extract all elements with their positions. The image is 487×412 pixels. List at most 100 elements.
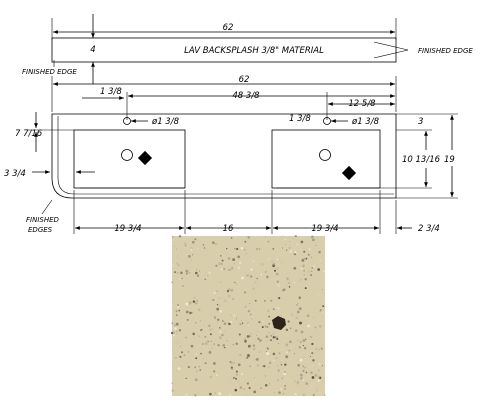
swatch-speck [212, 241, 215, 244]
swatch-speck [221, 259, 224, 262]
swatch-speck [175, 370, 177, 371]
swatch-speck [210, 314, 212, 317]
swatch-speck [318, 348, 321, 351]
swatch-speck [241, 276, 244, 280]
swatch-speck [221, 263, 223, 265]
swatch-speck [195, 353, 197, 355]
swatch-speck [221, 320, 224, 323]
swatch-speck [297, 302, 299, 305]
swatch-speck [232, 361, 236, 364]
swatch-speck [229, 323, 232, 326]
swatch-speck [208, 351, 212, 354]
swatch-speck [302, 369, 305, 372]
swatch-speck [249, 313, 252, 316]
left-bowl-depth-dim: 7 7/16 [15, 129, 43, 139]
swatch-speck [298, 307, 302, 311]
swatch-speck [238, 333, 241, 336]
swatch-speck [229, 381, 231, 383]
swatch-speck [204, 278, 206, 280]
swatch-speck [280, 364, 283, 366]
swatch-speck [260, 387, 262, 389]
swatch-speck [176, 272, 179, 274]
swatch-speck [223, 346, 226, 349]
swatch-speck [193, 296, 196, 299]
swatch-speck [312, 393, 315, 396]
swatch-speck [270, 334, 273, 337]
swatch-speck [173, 245, 176, 247]
left-sink-bowl [73, 129, 186, 189]
swatch-speck [297, 340, 299, 342]
swatch-speck [174, 327, 177, 330]
swatch-speck [195, 370, 198, 373]
swatch-speck [195, 322, 197, 324]
swatch-speck [285, 343, 289, 347]
swatch-speck [266, 275, 269, 278]
swatch-speck [244, 305, 247, 308]
swatch-speck [296, 381, 298, 383]
swatch-speck [235, 318, 237, 320]
swatch-speck [256, 277, 258, 280]
swatch-speck [295, 304, 297, 305]
swatch-speck [234, 248, 236, 250]
swatch-speck [175, 262, 179, 265]
swatch-speck [304, 287, 307, 290]
granite-swatch [170, 234, 326, 397]
swatch-speck [281, 262, 283, 264]
swatch-speck [320, 347, 323, 350]
swatch-speck [276, 267, 280, 270]
swatch-speck [234, 237, 236, 238]
swatch-speck [273, 392, 275, 394]
swatch-speck [171, 281, 174, 284]
swatch-speck [177, 257, 179, 259]
swatch-speck [299, 279, 302, 281]
swatch-speck [311, 376, 315, 379]
swatch-speck [222, 343, 226, 347]
swatch-speck [174, 356, 177, 359]
swatch-speck [237, 380, 240, 383]
finished-edges-label-2: EDGES [28, 226, 53, 234]
swatch-speck [253, 359, 255, 361]
swatch-speck [312, 364, 314, 366]
swatch-speck [183, 295, 185, 297]
swatch-speck [171, 334, 173, 336]
swatch-speck [231, 368, 233, 370]
swatch-speck [300, 330, 304, 334]
swatch-speck [226, 321, 228, 323]
swatch-speck [253, 348, 256, 351]
swatch-speck [237, 266, 240, 269]
swatch-speck [302, 344, 305, 347]
swatch-speck [194, 378, 198, 381]
swatch-speck [178, 329, 182, 332]
swatch-speck [230, 362, 234, 365]
swatch-speck [267, 361, 269, 363]
swatch-speck [246, 356, 249, 359]
swatch-speck [299, 248, 302, 251]
swatch-speck [197, 308, 201, 312]
swatch-speck [279, 362, 281, 363]
swatch-speck [245, 394, 246, 396]
swatch-speck [302, 321, 303, 323]
finished-edge-left-label: FINISHED EDGE [22, 68, 77, 76]
swatch-speck [300, 240, 304, 244]
swatch-speck [224, 300, 227, 303]
swatch-speck [281, 289, 285, 292]
swatch-speck [320, 250, 321, 251]
swatch-speck [247, 344, 251, 348]
backsplash-width-dim: 62 [223, 23, 234, 33]
swatch-speck [266, 340, 268, 342]
swatch-speck [264, 325, 267, 328]
swatch-speck [287, 320, 290, 323]
finished-edges-leader [41, 199, 53, 215]
swatch-speck [198, 365, 201, 368]
swatch-speck [303, 365, 305, 367]
swatch-speck [223, 267, 226, 271]
swatch-speck [311, 235, 314, 239]
swatch-speck [186, 241, 188, 243]
swatch-speck [219, 331, 222, 333]
swatch-speck [185, 393, 188, 396]
swatch-speck [214, 317, 216, 319]
swatch-speck [250, 268, 253, 271]
swatch-speck [177, 264, 180, 267]
swatch-speck [210, 340, 212, 342]
swatch-speck [280, 387, 283, 390]
